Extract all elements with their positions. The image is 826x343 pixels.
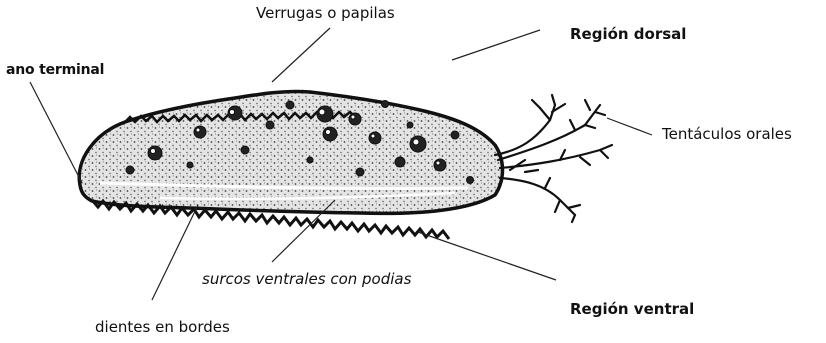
dorsal-leader <box>452 30 540 60</box>
label-region-dorsal: Región dorsal <box>570 27 686 42</box>
label-tentaculos: Tentáculos orales <box>662 127 792 142</box>
label-surcos: surcos ventrales con podias <box>202 272 411 287</box>
ventral-leader <box>418 232 556 280</box>
dientes-leader <box>152 205 198 300</box>
label-dientes: dientes en bordes <box>95 320 230 335</box>
tentaculos-leader <box>607 118 652 135</box>
oral-tentacles <box>495 95 612 222</box>
ano-leader <box>30 82 82 183</box>
label-region-ventral: Región ventral <box>570 302 694 317</box>
label-ano-terminal: ano terminal <box>6 63 104 77</box>
label-verrugas: Verrugas o papilas <box>256 6 395 21</box>
verrugas-leader <box>272 28 330 82</box>
